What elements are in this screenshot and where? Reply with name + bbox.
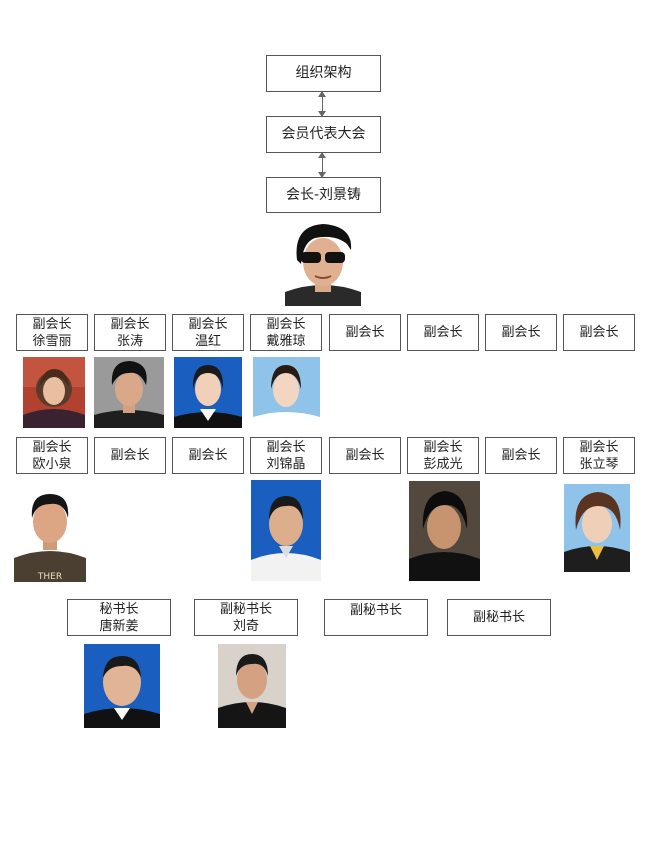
member-photo [218, 644, 286, 728]
vice-president-box: 副会长 张立琴 [563, 437, 635, 474]
vice-president-name: 刘锦晶 [266, 456, 306, 472]
assembly-label: 会员代表大会 [281, 126, 366, 142]
vice-president-box: 副会长 [329, 314, 401, 351]
shirt-print-text: THER [37, 572, 62, 582]
vice-president-name: 徐雪丽 [32, 333, 72, 349]
secretary-title: 副秘书长 [219, 601, 272, 617]
vice-president-box: 副会长 [172, 437, 244, 474]
secretary-title: 副秘书长 [472, 610, 525, 625]
vice-president-name: 张涛 [116, 333, 143, 349]
vice-president-box: 副会长 [94, 437, 166, 474]
vice-president-box: 副会长 戴雅琼 [250, 314, 322, 351]
vice-president-title: 副会长 [345, 448, 385, 463]
vice-president-box: 副会长 欧小泉 [16, 437, 88, 474]
secretary-name: 唐新姜 [99, 618, 139, 634]
vice-president-title: 副会长 [345, 325, 385, 340]
president-box: 会长-刘景铸 [266, 177, 381, 213]
vice-president-box: 副会长 刘锦晶 [250, 437, 322, 474]
member-photo [174, 357, 242, 428]
secretary-general-box: 秘书长 唐新姜 [67, 599, 171, 636]
member-photo [253, 357, 320, 428]
president-label: 会长-刘景铸 [285, 186, 362, 203]
vice-president-title: 副会长 [110, 316, 150, 332]
vice-president-box: 副会长 [485, 314, 557, 351]
vice-president-title: 副会长 [188, 448, 228, 463]
member-photo [23, 357, 85, 428]
vice-president-box: 副会长 [329, 437, 401, 474]
member-photo [84, 644, 160, 728]
vice-president-box: 副会长 张涛 [94, 314, 166, 351]
vice-president-title: 副会长 [266, 439, 306, 455]
president-photo [285, 220, 361, 306]
vice-president-box: 副会长 [407, 314, 479, 351]
vice-president-title: 副会长 [188, 316, 228, 332]
member-photo [251, 480, 321, 581]
vice-president-title: 副会长 [110, 448, 150, 463]
vice-president-box: 副会长 [485, 437, 557, 474]
member-photo: THER [14, 482, 86, 582]
vice-president-title: 副会长 [32, 316, 72, 332]
vice-president-name: 彭成光 [423, 456, 463, 472]
vice-president-box: 副会长 彭成光 [407, 437, 479, 474]
member-photo [564, 484, 630, 572]
assembly-box: 会员代表大会 [266, 116, 381, 153]
vice-president-name: 欧小泉 [32, 456, 72, 472]
vice-president-box: 副会长 徐雪丽 [16, 314, 88, 351]
org-chart-title-box: 组织架构 [266, 55, 381, 92]
member-photo [409, 481, 480, 581]
arrow-assembly-to-president [318, 152, 326, 178]
vice-president-title: 副会长 [579, 325, 619, 340]
vice-president-name: 张立琴 [579, 456, 619, 472]
vice-president-name: 温红 [194, 333, 221, 349]
vice-president-title: 副会长 [579, 439, 619, 455]
org-chart-title: 组织架构 [295, 65, 352, 81]
vice-president-title: 副会长 [501, 325, 541, 340]
vice-president-title: 副会长 [266, 316, 306, 332]
vice-president-title: 副会长 [32, 439, 72, 455]
deputy-secretary-box: 副秘书长 [447, 599, 551, 636]
deputy-secretary-box: 副秘书长 刘奇 [194, 599, 298, 636]
vice-president-name: 戴雅琼 [266, 333, 306, 349]
vice-president-box: 副会长 [563, 314, 635, 351]
vice-president-title: 副会长 [501, 448, 541, 463]
secretary-name: 刘奇 [232, 618, 259, 634]
vice-president-title: 副会长 [423, 439, 463, 455]
secretary-title: 秘书长 [99, 601, 139, 617]
vice-president-title: 副会长 [423, 325, 463, 340]
deputy-secretary-box: 副秘书长 [324, 599, 428, 636]
secretary-title: 副秘书长 [349, 603, 402, 618]
arrow-org-to-assembly [318, 91, 326, 117]
vice-president-box: 副会长 温红 [172, 314, 244, 351]
member-photo [94, 357, 164, 428]
